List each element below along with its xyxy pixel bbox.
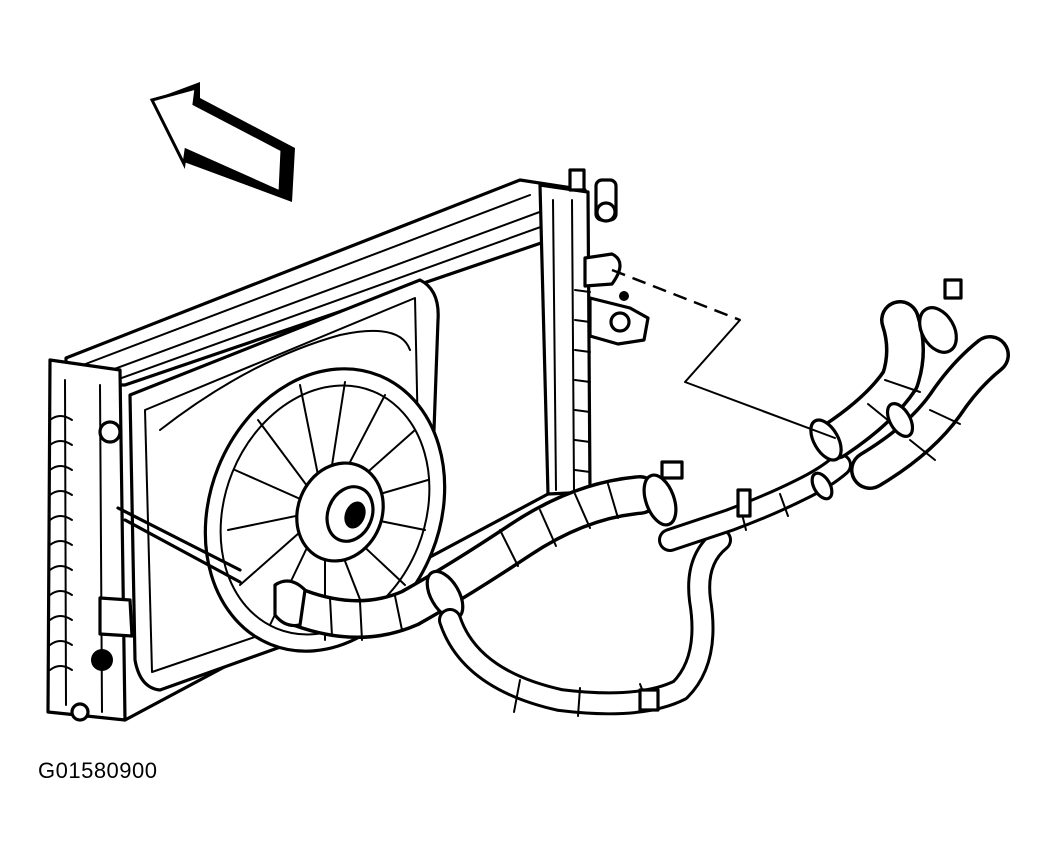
connection-leader-line <box>611 268 836 439</box>
lower-radiator-hose <box>273 460 684 641</box>
cooling-fan <box>116 367 447 653</box>
bypass-hose <box>438 528 732 717</box>
figure-code-label: G01580900 <box>38 758 158 783</box>
arrow-icon <box>149 82 295 202</box>
overflow-hose <box>658 453 852 552</box>
radiator <box>46 168 650 722</box>
upper-radiator-hose <box>809 278 1010 490</box>
